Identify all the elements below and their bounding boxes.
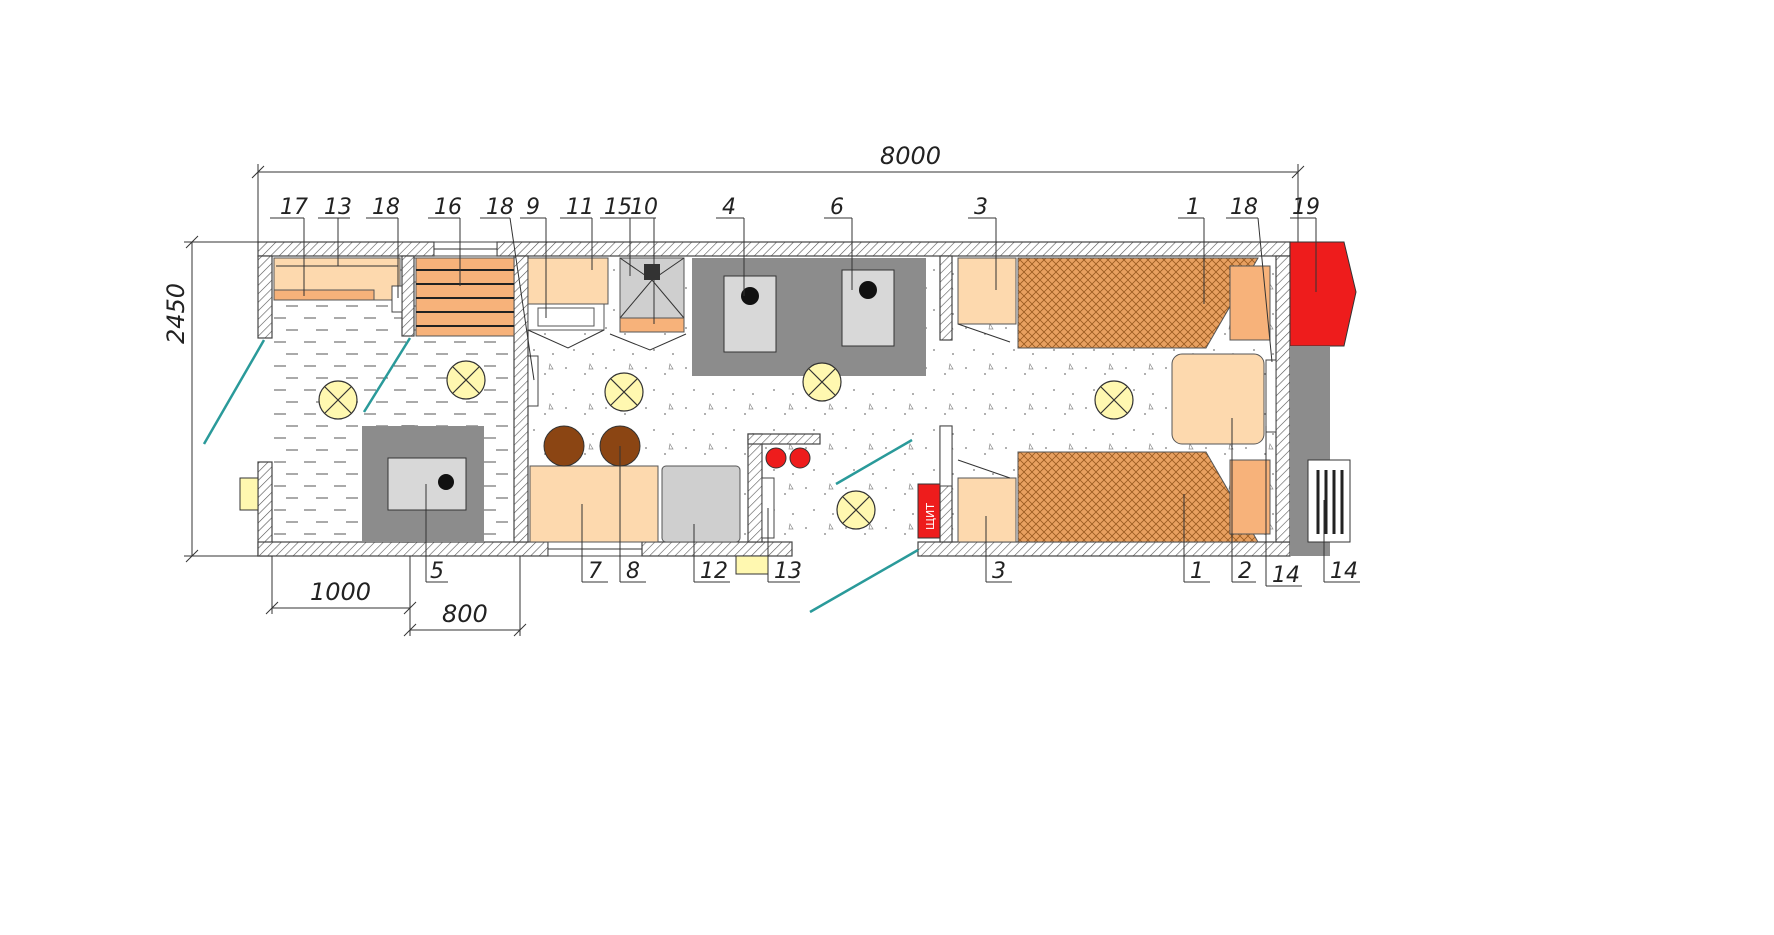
wall-bottom-c [917,541,1291,557]
radiator-outer [1307,459,1351,543]
label-kitchen-table: 7 [588,559,602,584]
partition-closet-top [939,255,953,341]
panel-text: ЩИТ [924,503,937,530]
vent-kitchen [527,355,539,407]
lamp-icon [318,380,358,420]
wardrobe-bottom [957,477,1017,543]
nightstand-top [1229,265,1271,341]
wall-left-upper [257,255,273,339]
label-stool: 8 [626,559,640,584]
cabinet [1171,353,1265,445]
door-frame [939,425,953,487]
radiator-inner [1265,359,1277,433]
sauna-stove [387,457,467,511]
wall-bottom-b [641,541,793,557]
kitchen-table [529,465,659,543]
ceiling-lamps [318,360,1134,530]
dim-length: 8000 [880,142,941,170]
lamp-icon [836,490,876,530]
dim-width: 2450 [162,283,190,344]
partition-sauna [513,255,529,543]
wall-right [1275,255,1291,543]
wall-top-left [257,241,435,257]
dim-room-mid: 800 [442,600,488,628]
cupboard [527,257,609,305]
electric-panel [917,483,941,539]
door-swings [202,337,919,614]
label-shelf: 16 [434,195,462,220]
vent-sauna [391,285,403,313]
label-sink: 9 [526,195,540,220]
lamp-icon [604,372,644,412]
label-vent-kitchen: 18 [486,195,514,220]
bed-bottom [1017,451,1259,543]
label-radiator-outer: 14 [1330,559,1358,584]
fire-box [1289,241,1357,347]
label-vent-bedroom: 18 [1230,195,1258,220]
nightstand-bottom [1229,459,1271,535]
label-cupboard: 11 [566,195,594,220]
label-wardrobe-bottom: 3 [992,559,1006,584]
label-boiler: 12 [700,559,728,584]
label-fire-box: 19 [1292,195,1320,220]
label-bed-bottom: 1 [1190,559,1204,584]
wall-top-right [496,241,1291,257]
partition-boiler-top [747,433,821,445]
label-radiator-inner: 14 [1272,563,1300,588]
wardrobe-top [957,257,1017,325]
lamp-icon [1094,380,1134,420]
lamp-icon [802,362,842,402]
label-cabinet: 2 [1238,559,1252,584]
label-wardrobe-top: 3 [974,195,988,220]
stove-top [619,317,685,333]
label-heater: 13 [774,559,802,584]
boiler [661,465,741,543]
bed-top [1017,257,1259,349]
wall-bottom-a [257,541,549,557]
partition-boiler [747,433,763,543]
label-table-left: 4 [722,195,736,220]
partition-shelf [401,255,415,337]
lamp-outside-bottom [735,555,769,575]
lamp-outside-left [239,477,259,511]
lamp-icon [446,360,486,400]
dim-room-left: 1000 [310,578,371,606]
label-vent-sauna: 18 [372,195,400,220]
label-table-right: 6 [830,195,844,220]
label-bed-top: 1 [1186,195,1200,220]
label-bench: 17 [280,195,308,220]
extinguisher-1 [765,447,787,469]
extinguisher-2 [789,447,811,469]
label-sauna-stove: 5 [430,559,444,584]
label-hood: 10 [630,195,658,220]
stool-left [543,425,585,467]
label-stove-top: 15 [604,195,632,220]
label-heater-sauna: 13 [324,195,352,220]
